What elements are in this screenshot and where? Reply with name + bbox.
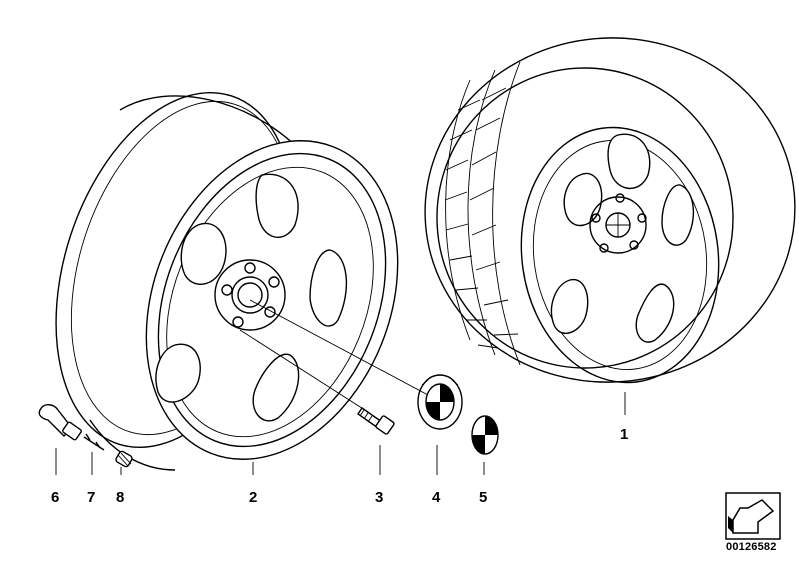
callout-4: 4 xyxy=(432,489,441,506)
navigation-arrow-icon xyxy=(725,492,781,540)
leader-lines xyxy=(55,299,626,475)
wheel-bolt-drawing xyxy=(357,407,395,435)
valve-drawing xyxy=(38,404,82,441)
valve-cap-drawing xyxy=(115,450,133,468)
callout-7: 7 xyxy=(87,489,96,506)
rim-drawing xyxy=(55,91,399,471)
emblem-drawing xyxy=(471,415,499,455)
callout-1: 1 xyxy=(620,426,629,443)
document-number: 00126582 xyxy=(726,541,777,553)
callout-8: 8 xyxy=(116,489,125,506)
tire-wheel-drawing xyxy=(424,37,796,384)
callout-6: 6 xyxy=(51,489,60,506)
callout-5: 5 xyxy=(479,489,488,506)
callout-3: 3 xyxy=(375,489,384,506)
callout-2: 2 xyxy=(249,489,258,506)
center-cap-drawing xyxy=(417,374,463,430)
valve-core-drawing xyxy=(83,433,105,451)
